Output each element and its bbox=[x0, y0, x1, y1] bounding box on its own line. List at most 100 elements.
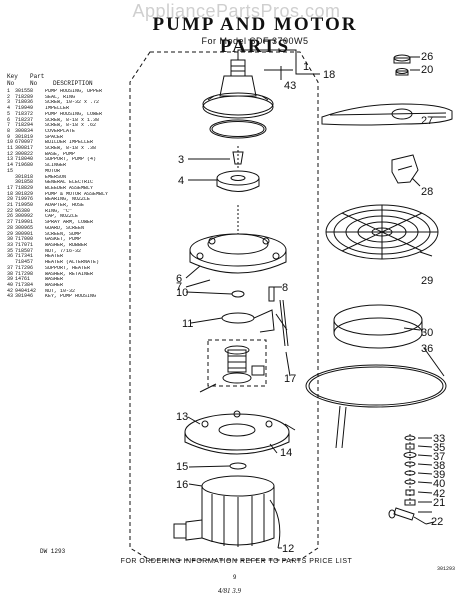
parts-list-part-number: 718372 bbox=[15, 110, 34, 117]
parts-list-key: 11 bbox=[7, 145, 14, 152]
parts-list-part-number: 718289 bbox=[15, 93, 34, 100]
callout-37: 37 bbox=[433, 451, 445, 463]
parts-list-part-number: 719950 bbox=[15, 202, 34, 209]
parts-list-description: NUT, 10-32 bbox=[45, 288, 76, 294]
parts-list-key: 36 bbox=[7, 253, 14, 260]
seal-ring bbox=[209, 119, 267, 139]
callout-26: 26 bbox=[421, 51, 433, 63]
page-subtitle: For Model SDF 3700W5 bbox=[201, 36, 309, 46]
pump-housing-lower bbox=[189, 233, 287, 267]
impeller-screw bbox=[232, 151, 244, 165]
callout-7: 7 bbox=[176, 281, 182, 293]
parts-list-description: SEAL, RING bbox=[45, 94, 76, 100]
parts-list-row: 15 MOTOR bbox=[7, 167, 137, 175]
parts-list-description: MOTOR bbox=[45, 168, 61, 174]
parts-list-key: 27 bbox=[7, 219, 14, 226]
parts-list-part-number: 300901 bbox=[15, 230, 34, 237]
parts-list-description: SCREW, 8-18 x 1.38 bbox=[45, 117, 100, 123]
parts-list-part-number: 300834 bbox=[15, 127, 34, 134]
parts-list-key: 6 bbox=[7, 116, 11, 123]
spacer bbox=[231, 290, 245, 298]
parts-list-description: WASHER bbox=[45, 282, 64, 288]
parts-list-row: 6 718237 SCREW, 8-18 x 1.38 bbox=[7, 116, 137, 124]
parts-list-key: 40 bbox=[7, 281, 14, 288]
callout-18: 18 bbox=[323, 69, 335, 81]
parts-list-description: SCREW, 10-32 x .72 bbox=[45, 100, 100, 106]
parts-list-key: 12 bbox=[7, 150, 14, 157]
parts-list-part-number: 717298 bbox=[15, 270, 34, 277]
retainer-washer bbox=[404, 461, 416, 467]
parts-list-description: EMERSON bbox=[45, 174, 67, 180]
parts-list-description: SLINGER bbox=[45, 163, 67, 169]
parts-list-part-number: 300965 bbox=[15, 224, 34, 231]
parts-list-part-number: 300822 bbox=[15, 150, 34, 157]
callout-11: 11 bbox=[182, 318, 193, 330]
parts-list-key: 14 bbox=[7, 162, 14, 169]
pump-base bbox=[184, 413, 290, 451]
callout-30: 30 bbox=[421, 327, 433, 339]
header-key: Key bbox=[7, 73, 18, 80]
parts-list-key: 42 bbox=[7, 287, 14, 294]
screen-guard bbox=[391, 154, 419, 184]
coverplate bbox=[221, 312, 255, 324]
hose-adapter bbox=[393, 507, 415, 521]
parts-list-key: 3 bbox=[7, 99, 11, 106]
page-number: 9 bbox=[233, 575, 237, 581]
parts-list-part-number: 301858 bbox=[15, 179, 34, 186]
parts-list-part-number: 719680 bbox=[15, 162, 34, 169]
callout-12: 12 bbox=[282, 543, 294, 555]
parts-list-key: 35 bbox=[7, 247, 14, 254]
parts-list-key: 17 bbox=[7, 184, 14, 191]
parts-list-description: IMPELLER bbox=[45, 106, 70, 112]
parts-list-key: 10 bbox=[7, 139, 14, 146]
parts-list-key: 15 bbox=[7, 167, 14, 174]
header-part: Part bbox=[30, 73, 45, 80]
parts-list-part-number: 718036 bbox=[15, 99, 34, 106]
parts-list-part-number: 300817 bbox=[15, 145, 34, 152]
parts-list-key: 30 bbox=[7, 236, 14, 243]
parts-list-part-number: 718040 bbox=[15, 156, 34, 163]
parts-list-description: BLEEDER ASSEMBLY bbox=[45, 185, 94, 191]
parts-list-description: RING, "C" bbox=[45, 208, 73, 214]
parts-list-key: 26 bbox=[7, 213, 14, 220]
parts-list-key: 7 bbox=[7, 122, 11, 129]
heater-support bbox=[403, 452, 417, 458]
diagram-code: 301293 bbox=[437, 566, 456, 572]
parts-list-description: SCREW, 8-18 x .38 bbox=[45, 146, 97, 152]
parts-list-part-number: 718237 bbox=[15, 116, 34, 123]
heater bbox=[305, 364, 447, 408]
pump-gasket bbox=[333, 304, 423, 336]
parts-list-part-number: 300992 bbox=[15, 213, 34, 220]
parts-list-part-number: 717000 bbox=[15, 236, 34, 243]
slinger bbox=[229, 462, 247, 470]
assembly-frame bbox=[129, 51, 319, 561]
parts-list-part-number: 9404142 bbox=[15, 287, 37, 294]
bleeder-tube bbox=[279, 299, 289, 347]
parts-list-description: GENERAL ELECTRIC bbox=[45, 180, 94, 186]
parts-list-description: SPRAY ARM, LOWER bbox=[45, 220, 94, 226]
callout-36: 36 bbox=[421, 343, 433, 355]
callout-17: 17 bbox=[284, 373, 296, 385]
parts-list-key: 29 bbox=[7, 230, 14, 237]
parts-list-description: HEATER bbox=[45, 254, 64, 260]
parts-list-description: HEATER (ALTERNATE) bbox=[45, 260, 100, 266]
